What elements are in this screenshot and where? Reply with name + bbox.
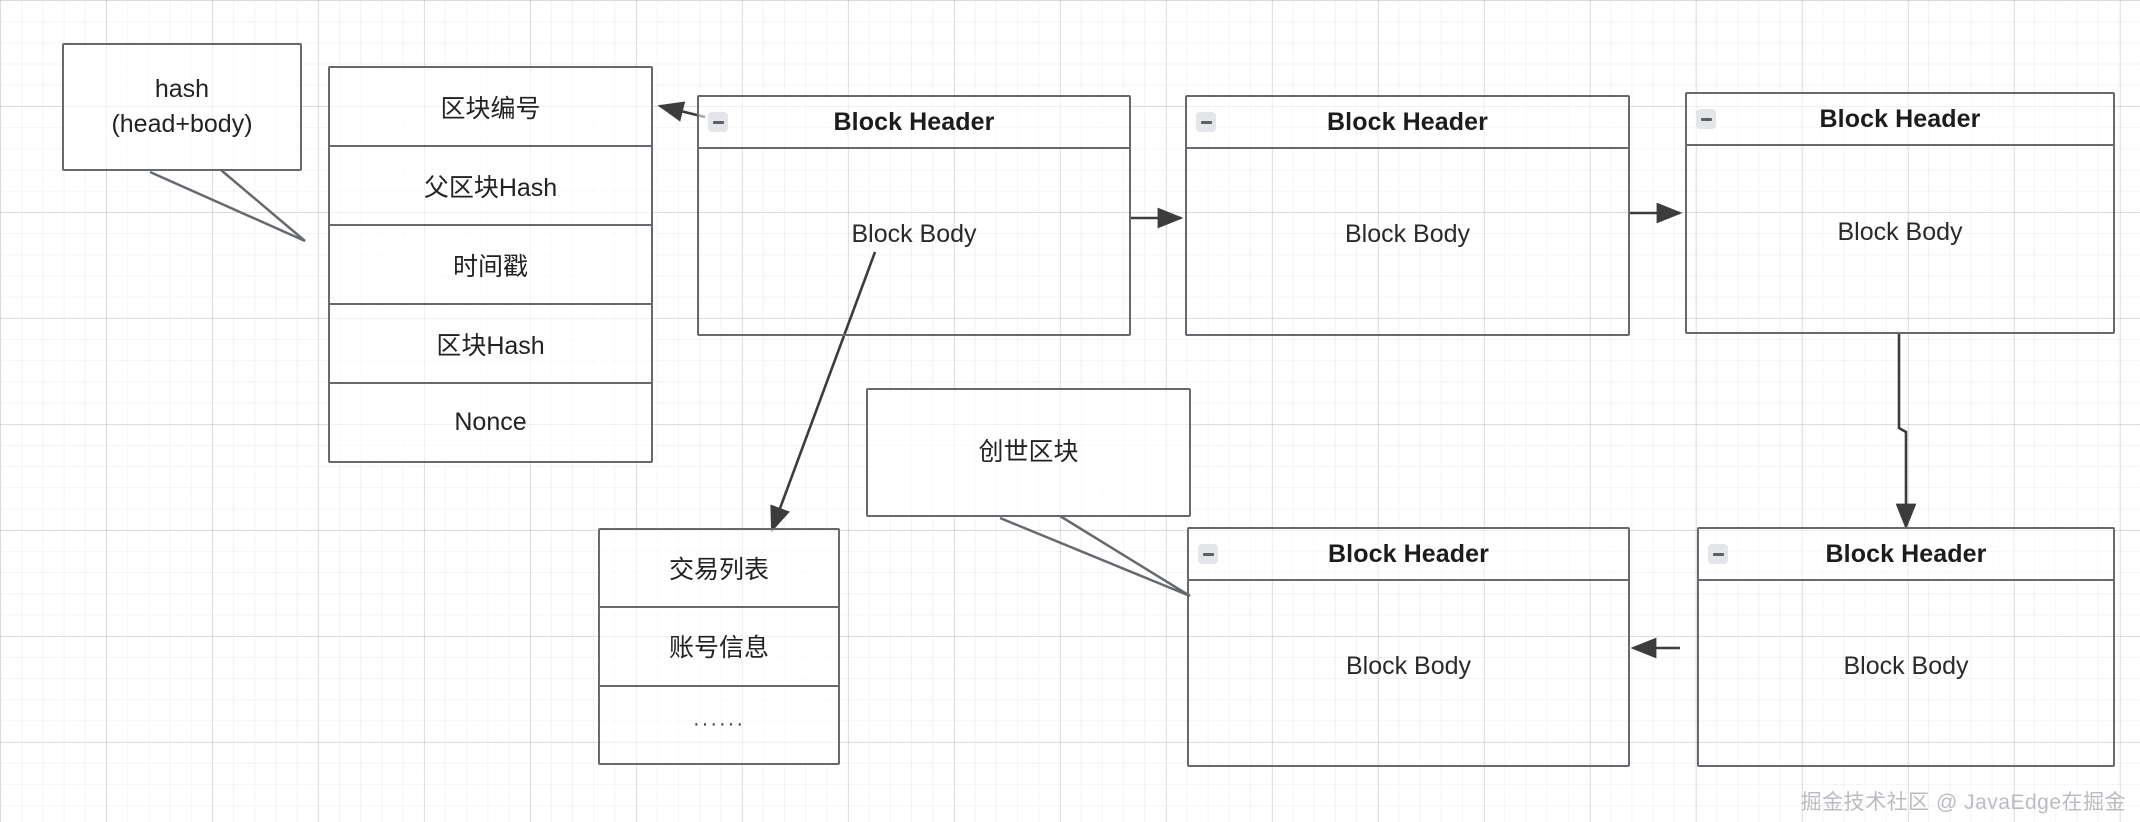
table-row[interactable]: ······ — [693, 713, 745, 736]
block-2-body[interactable]: Block Body — [1187, 149, 1628, 334]
block-5-header-label: Block Header — [1825, 539, 1987, 568]
connector-block3-to-block5 — [1895, 334, 1917, 530]
block-3-header-label: Block Header — [1819, 104, 1981, 133]
collapse-minus-icon[interactable] — [1198, 544, 1218, 564]
block-2-header-label: Block Header — [1327, 107, 1488, 136]
block-2-header[interactable]: Block Header — [1187, 97, 1628, 149]
table-row[interactable]: 时间戳 — [330, 226, 651, 305]
table-row[interactable]: Nonce — [454, 408, 527, 436]
table-row[interactable]: 区块编号 — [330, 68, 651, 147]
block-5-body-label: Block Body — [1843, 651, 1969, 680]
block-3-header[interactable]: Block Header — [1687, 94, 2113, 146]
table-row[interactable]: 父区块Hash — [330, 147, 651, 226]
block-5-header[interactable]: Block Header — [1699, 529, 2113, 581]
block-1[interactable]: Block Header Block Body — [697, 95, 1131, 336]
table-row[interactable]: 交易列表 — [600, 530, 838, 609]
block-2-body-label: Block Body — [1344, 220, 1471, 248]
block-4-header[interactable]: Block Header — [1189, 529, 1628, 581]
watermark: 掘金技术社区 @ JavaEdge在掘金 — [1800, 791, 2126, 814]
hash-callout-label: hash (head+body) — [111, 74, 253, 139]
block-5-body[interactable]: Block Body — [1699, 581, 2113, 765]
block-3-body-label: Block Body — [1837, 217, 1963, 246]
block-4-header-label: Block Header — [1328, 539, 1489, 568]
hash-callout[interactable]: hash (head+body) — [62, 43, 302, 171]
block-4-body[interactable]: Block Body — [1189, 581, 1628, 765]
block-5[interactable]: Block Header Block Body — [1697, 527, 2115, 767]
block-4[interactable]: Block Header Block Body — [1187, 527, 1630, 767]
hash-callout-tail — [149, 169, 306, 243]
table-row[interactable]: 区块Hash — [330, 305, 651, 384]
collapse-minus-icon[interactable] — [1196, 112, 1216, 132]
genesis-callout-label: 创世区块 — [978, 437, 1079, 466]
block-3[interactable]: Block Header Block Body — [1685, 92, 2115, 334]
genesis-callout[interactable]: 创世区块 — [866, 388, 1191, 517]
collapse-minus-icon[interactable] — [1696, 109, 1716, 129]
collapse-minus-icon[interactable] — [1708, 544, 1728, 564]
block-1-header-label: Block Header — [833, 107, 995, 136]
table-row[interactable]: 账号信息 — [600, 608, 838, 687]
block-1-body[interactable]: Block Body — [699, 149, 1129, 334]
block-1-header[interactable]: Block Header — [699, 97, 1129, 149]
block-4-body-label: Block Body — [1345, 651, 1472, 680]
collapse-minus-icon[interactable] — [708, 112, 728, 132]
block-body-fields-table[interactable]: 交易列表 账号信息 ······ — [598, 528, 840, 765]
block-3-body[interactable]: Block Body — [1687, 146, 2113, 332]
block-header-fields-table[interactable]: 区块编号 父区块Hash 时间戳 区块Hash Nonce — [328, 66, 653, 463]
block-2[interactable]: Block Header Block Body — [1185, 95, 1630, 336]
block-1-body-label: Block Body — [851, 220, 977, 248]
genesis-callout-tail — [999, 514, 1191, 598]
